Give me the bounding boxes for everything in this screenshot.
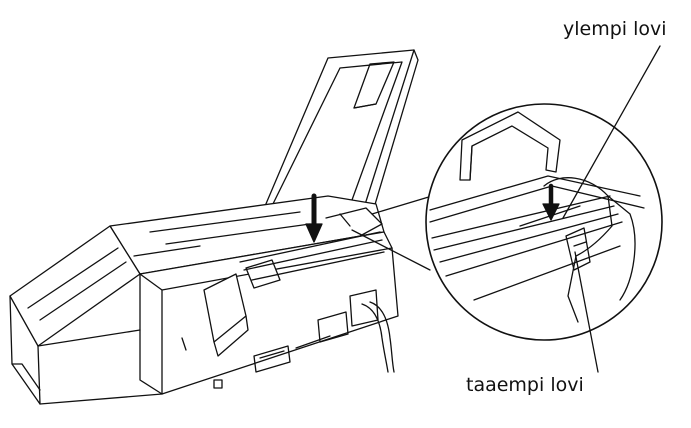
magnified-detail (351, 103, 663, 341)
leader-line-rear (574, 251, 599, 373)
rear-notch-label: taaempi lovi (466, 374, 584, 396)
arrow-down-icon (305, 193, 323, 243)
upper-notch-label: ylempi lovi (563, 18, 667, 40)
leader-line-upper (562, 45, 661, 219)
printer-body (9, 195, 399, 405)
